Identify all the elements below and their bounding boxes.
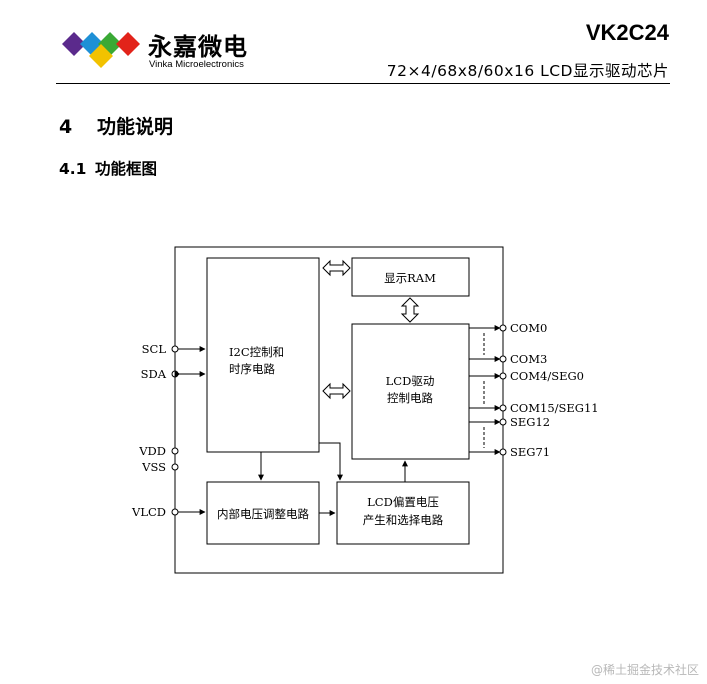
logo-diamond-red (116, 32, 140, 56)
pin-sda (171, 370, 179, 378)
logo-diamond-purple (62, 32, 86, 56)
bus-arrow-i2c-lcd (322, 382, 351, 400)
company-name-en: Vinka Microelectronics (149, 59, 244, 70)
pin-label-com4-seg0: COM4/SEG0 (510, 369, 584, 383)
lcd-drive-label-2: 控制电路 (387, 391, 433, 405)
lcd-drive-block (351, 323, 470, 460)
pin-label-vdd: VDD (138, 444, 166, 458)
bus-arrow-i2c-ram (322, 259, 351, 277)
pin-vdd (171, 447, 179, 455)
pin-label-vss: VSS (141, 460, 166, 474)
header-divider (56, 83, 670, 84)
pin-com4-seg0 (499, 372, 507, 380)
pin-com15-seg11 (499, 404, 507, 412)
pin-vss (171, 463, 179, 471)
display-ram-block (351, 257, 470, 297)
bias-generator-block (336, 481, 470, 545)
pin-label-com15-seg11: COM15/SEG11 (510, 401, 599, 415)
document-subtitle: 72×4/68x8/60x16 LCD显示驱动芯片 (386, 62, 669, 80)
pin-label-com3: COM3 (510, 352, 547, 366)
pin-label-vlcd: VLCD (131, 505, 166, 519)
pin-label-seg12: SEG12 (510, 415, 550, 429)
lcd-drive-label-1: LCD驱动 (386, 374, 435, 388)
subsection-number: 4.1 (59, 160, 87, 178)
part-number: VK2C24 (585, 20, 669, 45)
pin-label-seg71: SEG71 (510, 445, 550, 459)
ram-block-label: 显示RAM (384, 271, 436, 285)
pin-label-com0: COM0 (510, 321, 547, 335)
pin-com3 (499, 355, 507, 363)
subsection-title: 功能框图 (95, 160, 158, 178)
pin-com0 (499, 324, 507, 332)
bus-arrow-ram-lcd (400, 297, 420, 323)
watermark: @稀土掘金技术社区 (590, 663, 699, 677)
regulator-label: 内部电压调整电路 (217, 507, 309, 521)
logo-diamond-yellow (89, 44, 113, 68)
vinka-logo (62, 32, 140, 68)
section-title: 功能说明 (97, 116, 174, 138)
bias-label-2: 产生和选择电路 (363, 513, 444, 527)
section-heading: 4 功能说明 (59, 112, 173, 139)
company-name-cn: 永嘉微电 (148, 33, 248, 61)
pin-label-scl: SCL (142, 342, 167, 356)
subsection-heading: 4.1 功能框图 (59, 157, 157, 179)
pin-scl (171, 345, 179, 353)
section-number: 4 (59, 116, 73, 138)
i2c-block-label-2: 时序电路 (229, 362, 275, 376)
bias-label-1: LCD偏置电压 (367, 495, 439, 509)
i2c-block-label-1: I2C控制和 (229, 345, 284, 359)
pin-seg71 (499, 448, 507, 456)
i2c-control-block (206, 257, 320, 453)
pin-vlcd (171, 508, 179, 516)
pin-label-sda: SDA (141, 367, 167, 381)
arrow-i2c-to-bias (319, 442, 343, 481)
pin-seg12 (499, 418, 507, 426)
